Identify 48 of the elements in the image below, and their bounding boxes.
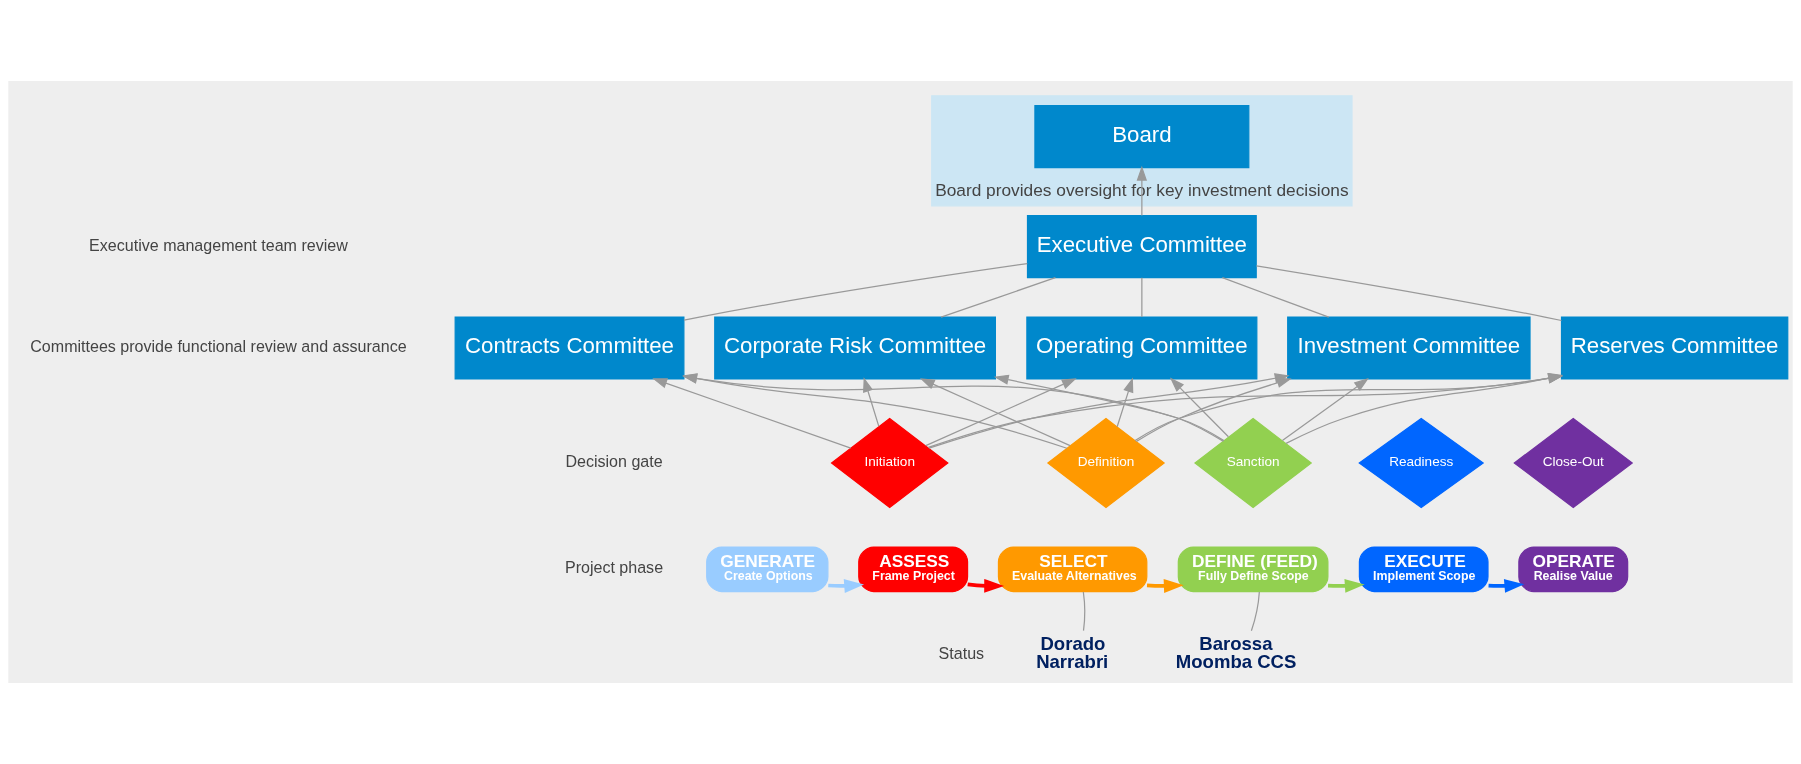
node-diamond: Initiation — [830, 417, 949, 509]
arrow — [1328, 579, 1365, 593]
node-box: OPERATE Realise Value — [1518, 546, 1629, 593]
connector — [1141, 277, 1143, 318]
connector — [1082, 591, 1086, 632]
arrow — [1136, 165, 1148, 217]
arrow — [967, 578, 1005, 593]
arrow — [652, 378, 852, 449]
arrow — [1281, 378, 1369, 442]
node-diamond: Sanction — [1194, 417, 1313, 509]
node-box: Reserves Committee — [1560, 316, 1789, 380]
arrow — [1285, 373, 1564, 445]
label: Committees provide functional review and assurance — [30, 337, 407, 356]
connector — [1255, 265, 1563, 322]
node-diamond: Close-Out — [1513, 417, 1634, 509]
node-diamond: Readiness — [1358, 417, 1485, 509]
node-box: DEFINE (FEED) Fully Define Scope — [1177, 546, 1329, 593]
node-box: ASSESS Frame Project — [858, 546, 969, 593]
arrow — [682, 373, 1068, 449]
label: Decision gate — [565, 452, 663, 471]
label: Project phase — [564, 558, 664, 577]
node-text: Dorado Narrabri — [1036, 632, 1109, 673]
connector — [1250, 591, 1260, 632]
node-box: Corporate Risk Committee — [714, 316, 996, 380]
arrow — [993, 374, 1224, 442]
arrow — [682, 373, 1225, 442]
arrow — [863, 377, 880, 427]
arrow — [1135, 377, 1292, 443]
node-text: Barossa Moomba CCS — [1175, 632, 1297, 673]
node-box: Investment Committee — [1287, 316, 1531, 380]
arrow — [1169, 377, 1230, 438]
node-box: GENERATE Create Options — [706, 546, 829, 593]
connector — [683, 262, 1028, 321]
node-box: Executive Committee — [1026, 215, 1257, 279]
arrow — [1146, 579, 1184, 593]
node-box: Board — [1034, 105, 1250, 169]
node-box: SELECT Evaluate Alternatives — [997, 546, 1148, 593]
node-box: EXECUTE Implement Scope — [1358, 546, 1489, 593]
arrow — [1116, 377, 1134, 428]
label: Executive management team review — [89, 235, 348, 254]
connector — [1221, 277, 1330, 318]
node-box: Operating Committee — [1026, 316, 1258, 380]
arrow — [828, 579, 865, 593]
connector — [940, 277, 1056, 318]
arrow — [1488, 579, 1525, 593]
node-diamond: Definition — [1046, 417, 1166, 509]
label: Status — [938, 643, 985, 662]
node-box: Contracts Committee — [454, 316, 685, 380]
